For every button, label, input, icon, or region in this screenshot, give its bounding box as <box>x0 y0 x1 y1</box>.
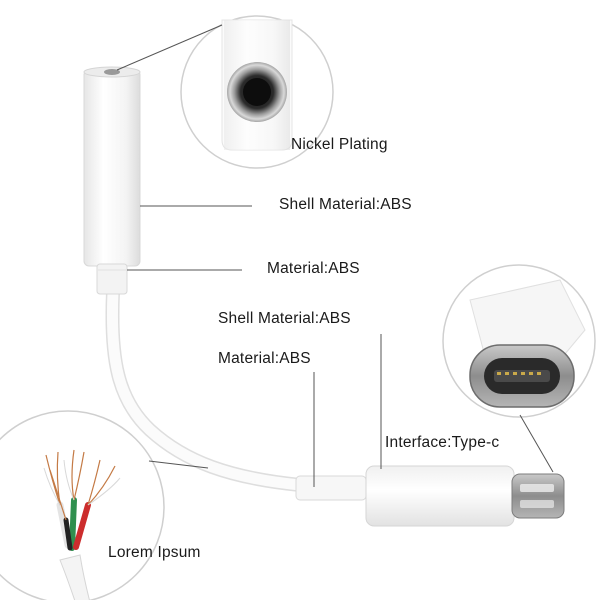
label-interface: Interface:Type-c <box>385 434 500 451</box>
label-shell-material-top: Shell Material:ABS <box>279 196 412 213</box>
usb-c-connector-closeup <box>442 264 596 418</box>
label-nickel-plating: Nickel Plating <box>291 136 388 153</box>
label-shell-material-mid: Shell Material:ABS <box>218 310 351 327</box>
leader-lines <box>116 24 554 487</box>
usb-c-plug <box>295 465 565 527</box>
label-material-top: Material:ABS <box>267 260 360 277</box>
label-lorem: Lorem Ipsum <box>108 544 201 561</box>
label-material-mid: Material:ABS <box>218 350 311 367</box>
stripped-wires-closeup <box>0 410 165 605</box>
audio-jack-barrel <box>83 66 141 295</box>
audio-jack-closeup <box>180 15 334 169</box>
